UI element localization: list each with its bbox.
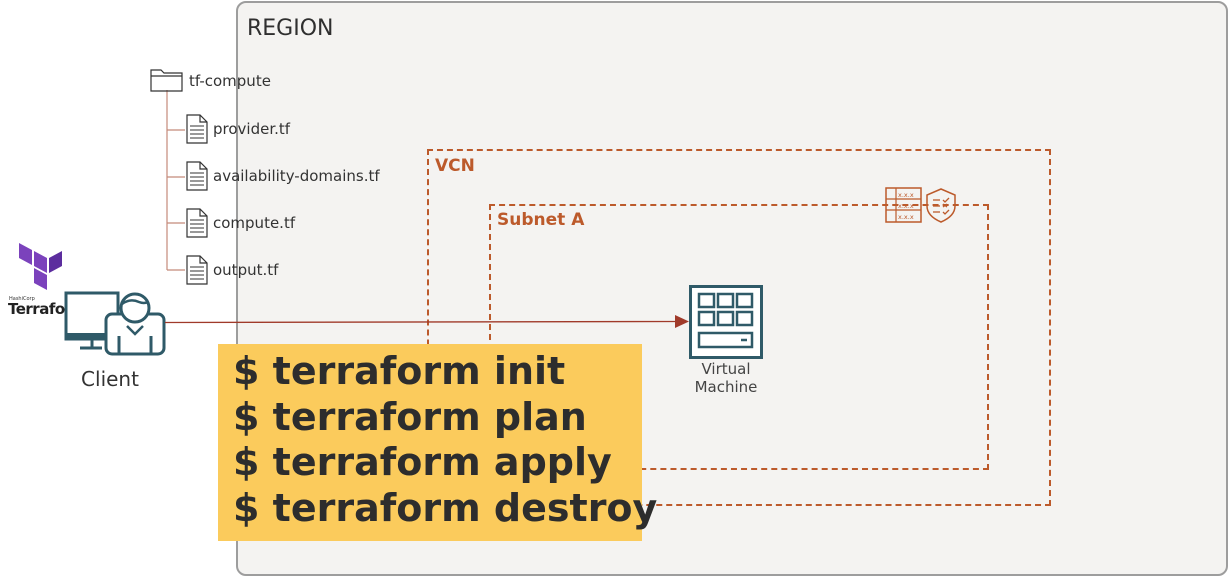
shield-icon [926, 188, 956, 223]
file-icon [186, 255, 208, 285]
command-init: $ terraform init [233, 349, 566, 393]
svg-text:x.x.x: x.x.x [898, 202, 914, 210]
virtual-machine-icon [689, 285, 763, 359]
subnet-container [489, 204, 989, 470]
connection-arrow [165, 315, 689, 328]
file-item-provider: provider.tf [213, 120, 291, 138]
file-tree-connector [166, 90, 185, 271]
folder-label: tf-compute [189, 72, 271, 90]
security-list-icon: x.x.x x.x.x x.x.x [885, 187, 956, 223]
terraform-commands-box: $ terraform init $ terraform plan $ terr… [218, 344, 658, 541]
region-label: REGION [247, 16, 334, 41]
file-icon [186, 114, 208, 144]
file-icon [186, 208, 208, 238]
file-item-output: output.tf [213, 261, 279, 279]
svg-text:x.x.x: x.x.x [898, 213, 914, 221]
command-plan: $ terraform plan [233, 394, 587, 439]
vm-label: Virtual Machine [676, 360, 776, 396]
file-item-compute: compute.tf [213, 214, 296, 232]
vcn-container [427, 149, 1051, 506]
vcn-label: VCN [435, 156, 475, 176]
vm-label-line2: Machine [694, 378, 758, 396]
terraform-logo-icon [19, 243, 62, 290]
vm-label-line1: Virtual [701, 360, 751, 378]
client-user-icon [64, 291, 166, 356]
client-label: Client [81, 367, 139, 391]
terraform-brand-text: Terraform [8, 300, 65, 318]
command-apply: $ terraform apply [233, 440, 612, 484]
terraform-vendor-text: HashiCorp [9, 296, 35, 302]
file-item-availability-domains: availability-domains.tf [213, 167, 380, 185]
subnet-label: Subnet A [497, 210, 585, 230]
folder-icon [150, 69, 183, 92]
command-destroy: $ terraform destroy [233, 485, 658, 530]
svg-text:x.x.x: x.x.x [898, 191, 914, 199]
file-icon [186, 161, 208, 191]
